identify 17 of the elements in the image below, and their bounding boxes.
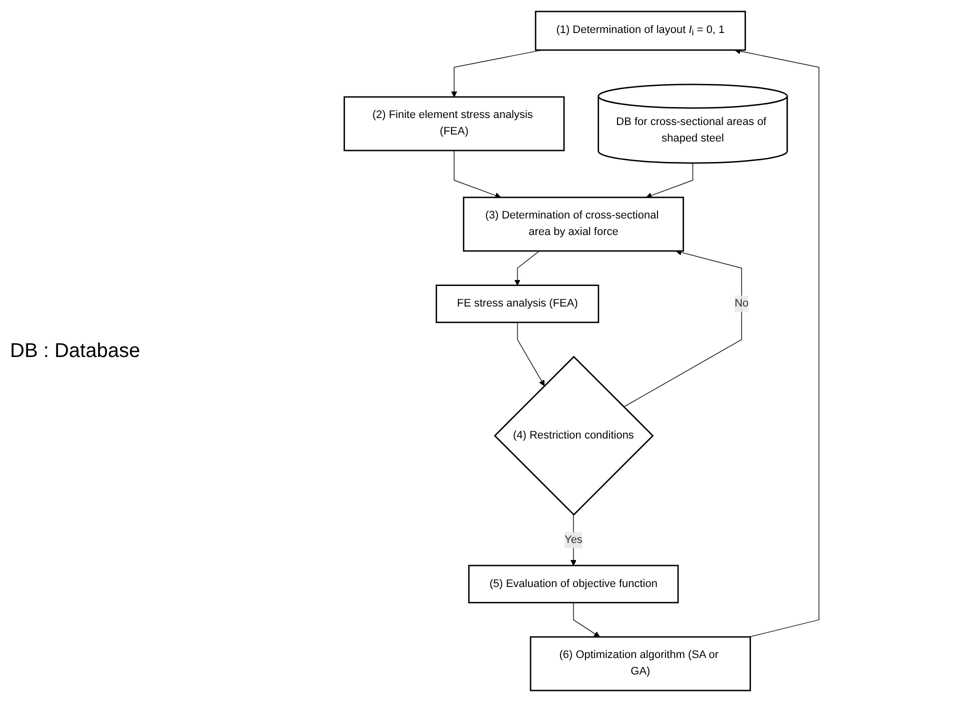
node-box: (1) Determination of layout I$_{i}$ = 0, 1 xyxy=(535,10,746,51)
node-box: (3) Determination of cross-sectional area by axial force xyxy=(463,196,684,252)
node-box: FE stress analysis (FEA) xyxy=(436,284,600,324)
node-box: (5) Evaluation of objective function xyxy=(468,564,680,604)
arrow xyxy=(514,250,540,286)
arrow xyxy=(574,602,600,638)
arrow xyxy=(517,322,546,386)
node-box: (2) Finite element stress analysis (FEA) xyxy=(344,96,566,152)
arrow xyxy=(570,514,577,566)
note: DB : Database xyxy=(10,340,142,362)
arrow xyxy=(646,162,694,198)
node-box: (6) Optimization algorithm (SA or GA) xyxy=(530,636,752,692)
arrow xyxy=(624,249,742,408)
node-diamond: (4) Restriction conditions xyxy=(494,356,654,516)
edge-label: No xyxy=(734,298,750,310)
edge-label: Yes xyxy=(564,534,583,546)
arrow xyxy=(454,150,502,198)
